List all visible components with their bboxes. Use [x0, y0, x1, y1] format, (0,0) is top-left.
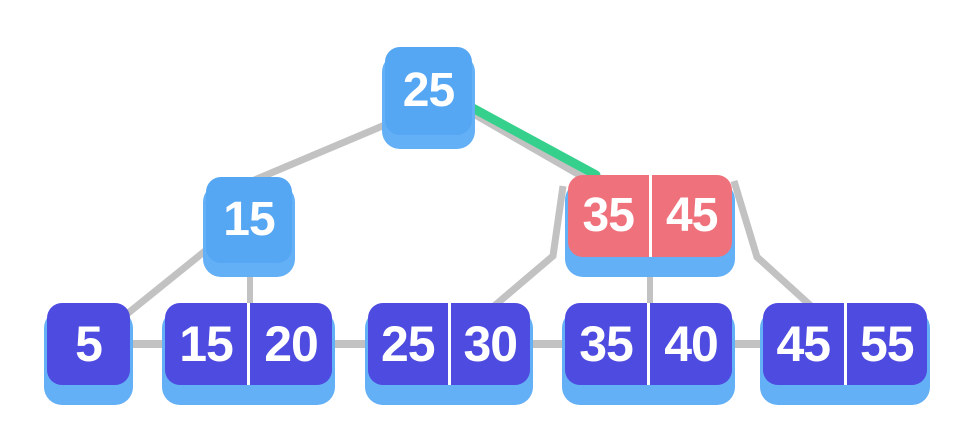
node-body: 45 55	[763, 303, 927, 385]
node-key: 5	[75, 316, 103, 372]
tree-node-root-25: 25	[382, 47, 475, 149]
key-divider	[648, 175, 652, 257]
tree-node-internal-15: 15	[203, 177, 295, 277]
node-key: 15	[179, 316, 234, 372]
node-body: 35 40	[565, 303, 732, 385]
node-body: 35 45	[568, 175, 732, 257]
node-body: 25	[385, 47, 472, 135]
node-body: 5	[47, 303, 130, 385]
node-key: 40	[664, 316, 719, 372]
node-key: 45	[666, 189, 718, 242]
node-key: 15	[223, 193, 275, 246]
tree-leaf-node-15-20: 15 20	[162, 303, 335, 405]
highlight-edge-root-to-35-45	[464, 101, 601, 180]
tree-leaf-node-35-40: 35 40	[562, 303, 735, 405]
key-divider	[247, 303, 250, 385]
node-body: 15 20	[165, 303, 332, 385]
tree-leaf-node-45-55: 45 55	[760, 303, 930, 405]
key-divider	[843, 303, 847, 385]
tree-leaf-node-25-30: 25 30	[365, 303, 533, 405]
tree-leaf-node-5: 5	[44, 303, 133, 405]
edge-root-to-15	[250, 118, 394, 185]
edge-35-45-to-leaf-25-30	[490, 185, 567, 310]
node-body: 25 30	[368, 303, 530, 385]
node-key: 25	[402, 64, 455, 117]
tree-node-internal-35-45-overflow: 35 45	[565, 175, 735, 277]
node-key: 35	[582, 189, 635, 242]
edge-35-45-to-leaf-45-55	[730, 179, 814, 309]
edge-root-to-35-45-base	[468, 108, 590, 184]
node-key: 35	[579, 316, 634, 372]
key-divider	[647, 303, 650, 385]
key-divider	[447, 303, 451, 385]
node-key: 30	[463, 316, 518, 372]
node-body: 15	[206, 177, 292, 263]
node-key: 45	[776, 316, 831, 372]
node-key: 25	[380, 316, 436, 372]
node-key: 55	[859, 316, 915, 372]
node-key: 20	[264, 316, 319, 372]
